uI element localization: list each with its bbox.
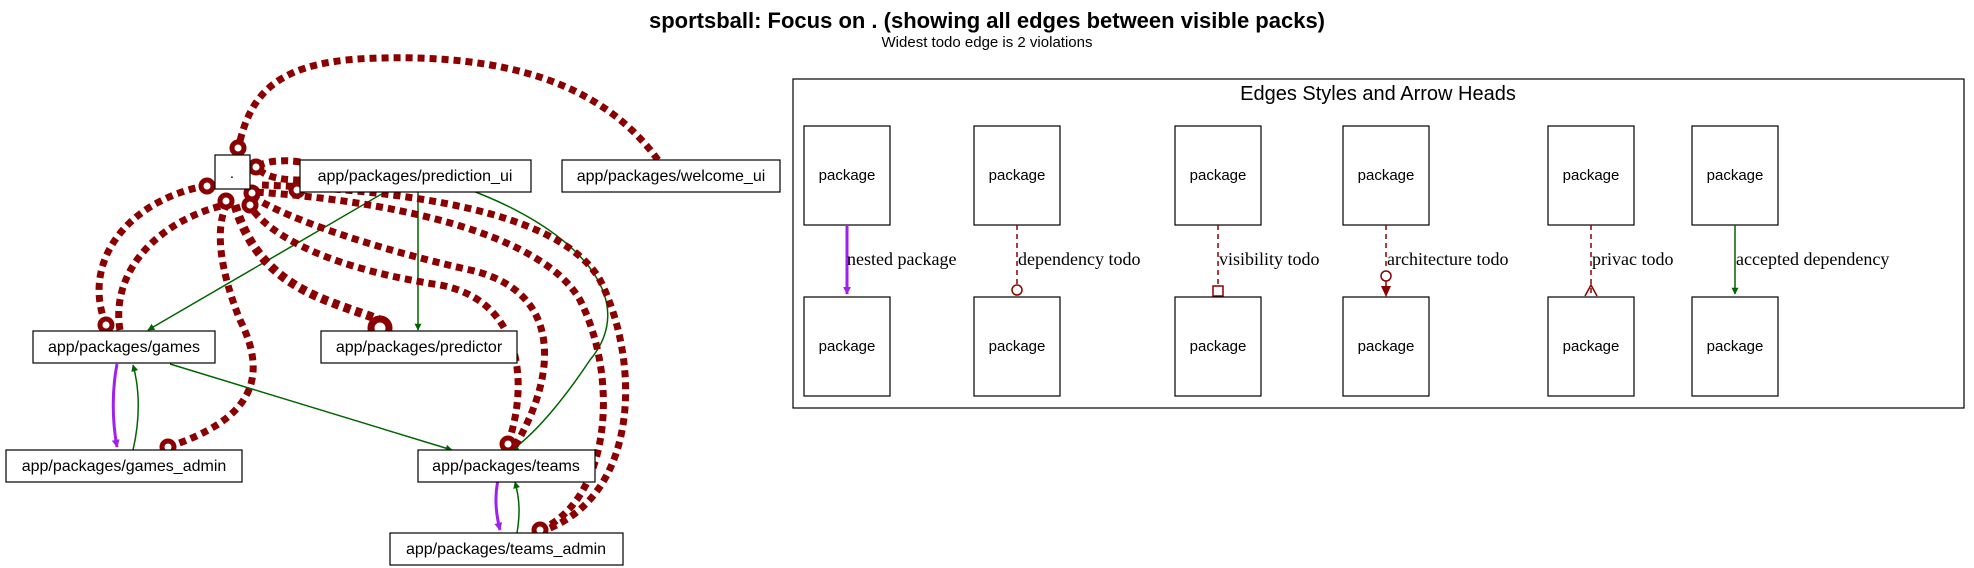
node-teams[interactable]: app/packages/teams	[417, 449, 596, 483]
edge-teams-admin-to-teams	[513, 481, 521, 534]
todo-edge-teams-admin-to-root-2	[261, 181, 630, 532]
legend-package-label: package	[989, 338, 1046, 355]
legend-privac-todo: package package privac todo	[1547, 125, 1673, 397]
legend-package-label: package	[819, 167, 876, 184]
legend-package-label: package	[1707, 338, 1764, 355]
legend-package-label: package	[1190, 338, 1247, 355]
graph-subtitle: Widest todo edge is 2 violations	[882, 34, 1093, 51]
legend-nested-package: package package nested package	[803, 125, 956, 397]
node-games-label: app/packages/games	[48, 339, 200, 356]
todo-head-odot	[97, 316, 115, 334]
node-root-label: .	[230, 165, 234, 182]
legend-title: Edges Styles and Arrow Heads	[1240, 83, 1516, 105]
legend-edge-label: visibility todo	[1219, 249, 1320, 269]
edge-games-admin-to-games	[131, 364, 139, 451]
todo-head-odot	[198, 177, 216, 195]
legend-package-label: package	[1563, 167, 1620, 184]
node-games[interactable]: app/packages/games	[32, 330, 216, 364]
node-welcome-ui-label: app/packages/welcome_ui	[577, 168, 766, 185]
node-root[interactable]: .	[214, 154, 251, 190]
legend-architecture-todo: package package architecture todo	[1342, 125, 1508, 397]
legend-cluster: Edges Styles and Arrow Heads package pac…	[792, 78, 1965, 409]
todo-head-odot	[241, 196, 259, 214]
legend-package-label: package	[1358, 167, 1415, 184]
edge-games-nests-games-admin	[111, 363, 120, 448]
legend-package-label: package	[1358, 338, 1415, 355]
todo-head-odot	[499, 435, 517, 453]
todo-edge-root-to-predictor	[230, 203, 382, 325]
nested-package-edges	[111, 363, 503, 531]
legend-edge-label: nested package	[847, 249, 956, 269]
legend-edge-label: accepted dependency	[1736, 249, 1889, 269]
todo-edge-heads	[97, 139, 549, 539]
todo-edge-welcome-ui-to-root	[234, 54, 661, 163]
legend-dependency-todo: package package dependency todo	[973, 125, 1140, 397]
todo-edge-teams-admin-to-root	[254, 188, 607, 534]
legend-package-label: package	[819, 338, 876, 355]
node-welcome-ui[interactable]: app/packages/welcome_ui	[561, 159, 781, 193]
todo-edge-games-to-root-2	[115, 201, 226, 331]
node-prediction-ui[interactable]: app/packages/prediction_ui	[299, 159, 532, 193]
node-games-admin-label: app/packages/games_admin	[22, 458, 227, 475]
todo-head-odot	[217, 192, 235, 210]
todo-edges	[95, 54, 661, 534]
legend-edge-label: privac todo	[1592, 249, 1673, 269]
todo-head-odot	[247, 158, 265, 176]
node-predictor[interactable]: app/packages/predictor	[320, 330, 518, 364]
node-games-admin[interactable]: app/packages/games_admin	[5, 449, 243, 483]
todo-edge-games-to-root	[95, 182, 206, 327]
todo-edge-teams-to-root	[244, 200, 522, 446]
legend-edge-label: architecture todo	[1387, 249, 1508, 269]
edge-teams-nests-teams-admin	[494, 479, 503, 531]
legend-visibility-todo: package package visibility todo	[1174, 125, 1320, 397]
node-predictor-label: app/packages/predictor	[336, 339, 503, 356]
node-prediction-ui-label: app/packages/prediction_ui	[318, 168, 513, 185]
node-teams-label: app/packages/teams	[432, 458, 580, 475]
todo-edge-prediction-ui-to-root-2	[255, 165, 301, 184]
todo-head-odot	[229, 139, 247, 157]
legend-package-label: package	[1707, 167, 1764, 184]
edge-prediction-ui-to-teams	[464, 187, 609, 451]
legend-package-label: package	[1190, 167, 1247, 184]
edge-games-to-teams	[169, 363, 453, 452]
legend-edge-label: dependency todo	[1018, 249, 1140, 269]
node-teams-admin[interactable]: app/packages/teams_admin	[389, 532, 624, 566]
legend-accepted-dependency: package package accepted dependency	[1691, 125, 1889, 397]
legend-package-label: package	[1563, 338, 1620, 355]
todo-edge-prediction-ui-to-root	[258, 157, 301, 169]
todo-edge-games-admin-to-root	[166, 204, 257, 451]
edge-prediction-ui-to-games	[147, 187, 393, 331]
legend-package-label: package	[989, 167, 1046, 184]
todo-edge-teams-to-root-2	[253, 195, 549, 448]
node-teams-admin-label: app/packages/teams_admin	[406, 541, 606, 558]
graph-title: sportsball: Focus on . (showing all edge…	[649, 8, 1325, 33]
